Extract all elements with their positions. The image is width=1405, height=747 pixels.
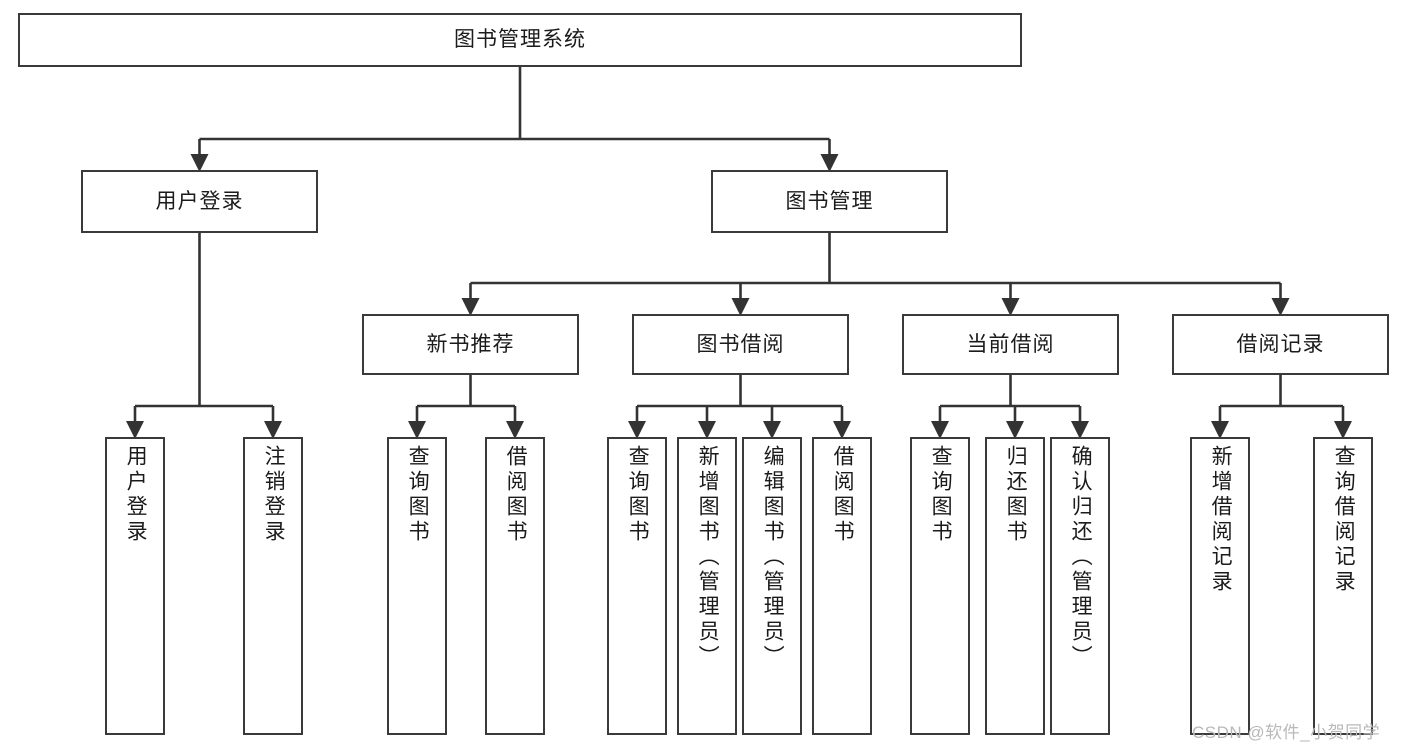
node-book-admin[interactable]: 图书管理 (711, 170, 948, 233)
node-label-root: 图书管理系统 (454, 28, 586, 52)
node-label-leaf-rec-query: 查询图书 (406, 445, 430, 545)
node-label-leaf-borrow-lend: 借阅图书 (831, 445, 855, 545)
node-label-leaf-cur-query: 查询图书 (929, 445, 953, 545)
node-leaf-borrow-query[interactable]: 查询图书 (607, 437, 667, 735)
node-label-user-login: 用户登录 (155, 189, 244, 213)
node-leaf-borrow-add[interactable]: 新增图书（管理员） (677, 437, 737, 735)
node-leaf-rec-search[interactable]: 查询借阅记录 (1313, 437, 1373, 735)
node-root[interactable]: 图书管理系统 (18, 13, 1022, 67)
node-borrow-record[interactable]: 借阅记录 (1172, 314, 1389, 375)
node-label-book-borrow: 图书借阅 (696, 332, 785, 356)
node-leaf-rec-borrow[interactable]: 借阅图书 (485, 437, 545, 735)
node-label-leaf-user-logout: 注销登录 (262, 445, 286, 545)
node-leaf-rec-add[interactable]: 新增借阅记录 (1190, 437, 1250, 735)
node-leaf-cur-query[interactable]: 查询图书 (910, 437, 970, 735)
node-label-leaf-borrow-edit: 编辑图书（管理员） (761, 445, 785, 670)
node-leaf-borrow-lend[interactable]: 借阅图书 (812, 437, 872, 735)
node-leaf-cur-confirm[interactable]: 确认归还（管理员） (1050, 437, 1110, 735)
node-user-login[interactable]: 用户登录 (81, 170, 318, 233)
node-label-leaf-user-login: 用户登录 (124, 445, 148, 545)
node-current-borrow[interactable]: 当前借阅 (902, 314, 1119, 375)
node-label-leaf-cur-confirm: 确认归还（管理员） (1069, 445, 1093, 670)
node-label-leaf-rec-search: 查询借阅记录 (1332, 445, 1356, 595)
node-leaf-borrow-edit[interactable]: 编辑图书（管理员） (742, 437, 802, 735)
node-label-current-borrow: 当前借阅 (966, 332, 1055, 356)
node-label-leaf-rec-borrow: 借阅图书 (504, 445, 528, 545)
node-label-borrow-record: 借阅记录 (1236, 332, 1325, 356)
node-book-borrow[interactable]: 图书借阅 (632, 314, 849, 375)
node-leaf-rec-query[interactable]: 查询图书 (387, 437, 447, 735)
node-leaf-user-logout[interactable]: 注销登录 (243, 437, 303, 735)
node-label-leaf-borrow-query: 查询图书 (626, 445, 650, 545)
node-label-leaf-cur-return: 归还图书 (1004, 445, 1028, 545)
node-label-leaf-borrow-add: 新增图书（管理员） (696, 445, 720, 670)
node-new-book-rec[interactable]: 新书推荐 (362, 314, 579, 375)
node-label-new-book-rec: 新书推荐 (426, 332, 515, 356)
node-label-leaf-rec-add: 新增借阅记录 (1209, 445, 1233, 595)
node-leaf-user-login[interactable]: 用户登录 (105, 437, 165, 735)
node-leaf-cur-return[interactable]: 归还图书 (985, 437, 1045, 735)
csdn-watermark: CSDN @软件_小贺同学 (1192, 723, 1381, 742)
node-label-book-admin: 图书管理 (785, 189, 874, 213)
